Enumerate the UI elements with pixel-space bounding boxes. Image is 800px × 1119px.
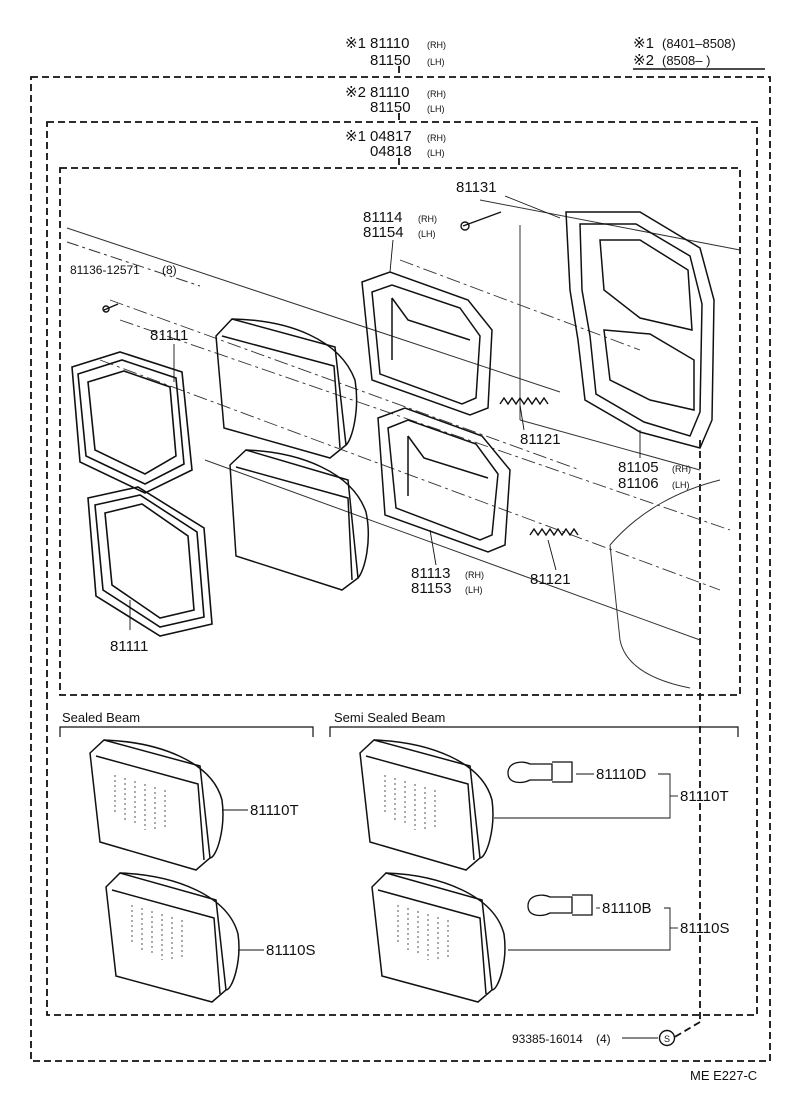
section-brackets bbox=[59, 726, 739, 737]
label-81113-rh: (RH) bbox=[465, 570, 484, 580]
assembly3-rh-part: 04817 bbox=[370, 128, 412, 145]
leader-lines bbox=[129, 195, 641, 630]
label-81113: 81113 bbox=[411, 565, 451, 582]
lower-bezel-81111 bbox=[87, 486, 213, 637]
assembly2-lh-tag: (LH) bbox=[427, 104, 445, 114]
upper-headlamp bbox=[215, 318, 358, 459]
upper-bezel-81111 bbox=[71, 351, 193, 494]
screws bbox=[102, 211, 502, 313]
assembly1-rh-part: 81110 bbox=[370, 35, 410, 52]
springs-81121 bbox=[499, 396, 579, 537]
assembly2-mark: ※2 bbox=[345, 84, 366, 101]
label-81106-lh: (LH) bbox=[672, 480, 690, 490]
middle-assembly-frame bbox=[46, 121, 758, 1016]
assembly2-rh-part: 81110 bbox=[370, 84, 410, 101]
headlamp-housing-81105 bbox=[565, 211, 715, 449]
assembly3-lh-part: 04818 bbox=[370, 143, 412, 160]
label-semi-81110b: 81110B bbox=[602, 900, 652, 917]
legend-entry1-range: (8401–8508) bbox=[662, 36, 736, 51]
label-fastener-qty: (4) bbox=[596, 1032, 611, 1046]
label-semi-81110d: 81110D bbox=[596, 766, 646, 783]
semi-sealed-lamp-s bbox=[371, 872, 506, 1003]
label-81106: 81106 bbox=[618, 475, 659, 492]
fastener-symbol-letter: S bbox=[664, 1034, 670, 1044]
section-title-sealed-beam: Sealed Beam bbox=[62, 710, 140, 725]
fastener-symbol-circle bbox=[658, 1029, 676, 1047]
label-81111-upper: 81111 bbox=[150, 327, 188, 344]
assembly1-rh-tag: (RH) bbox=[427, 40, 446, 50]
semi-sealed-lamp-t bbox=[359, 739, 494, 871]
body-panel-lines bbox=[66, 199, 741, 689]
assembly1-mark: ※1 bbox=[345, 35, 366, 52]
legend-entry2-mark: ※2 bbox=[633, 52, 654, 69]
label-semi-81110t: 81110T bbox=[680, 788, 729, 805]
label-81114-rh: (RH) bbox=[418, 214, 437, 224]
label-81111-lower: 81111 bbox=[110, 638, 148, 655]
inner-assembly-frame bbox=[59, 167, 741, 696]
figure-code: ME E227-C bbox=[690, 1068, 757, 1083]
assembly3-lh-tag: (LH) bbox=[427, 148, 445, 158]
assembly3-mark: ※1 bbox=[345, 128, 366, 145]
assembly-frames bbox=[30, 66, 771, 1062]
legend-entry2-range: (8508– ) bbox=[662, 53, 710, 68]
label-81105: 81105 bbox=[618, 459, 659, 476]
lamp-leader-lines bbox=[222, 773, 678, 1039]
label-81121-lower: 81121 bbox=[530, 571, 571, 588]
label-81154-lh: (LH) bbox=[418, 229, 436, 239]
sealed-beam-lamp-t bbox=[89, 739, 224, 871]
label-sealed-81110t: 81110T bbox=[250, 802, 299, 819]
label-81153-lh: (LH) bbox=[465, 585, 483, 595]
label-81136-qty: (8) bbox=[162, 263, 177, 277]
section-title-semi-sealed-beam: Semi Sealed Beam bbox=[334, 710, 445, 725]
assembly2-rh-tag: (RH) bbox=[427, 89, 446, 99]
label-81136: 81136-12571 bbox=[70, 263, 140, 277]
assembly1-lh-part: 81150 bbox=[370, 52, 411, 69]
label-semi-81110s: 81110S bbox=[680, 920, 730, 937]
label-81154: 81154 bbox=[363, 224, 404, 241]
legend-entry1-mark: ※1 bbox=[633, 35, 654, 52]
lower-headlamp bbox=[229, 449, 369, 591]
assembly2-lh-part: 81150 bbox=[370, 99, 411, 116]
upper-mounting-ring-81114 bbox=[361, 271, 493, 416]
alignment-lines bbox=[99, 259, 731, 591]
halogen-bulbs bbox=[507, 761, 593, 917]
assembly1-lh-tag: (LH) bbox=[427, 57, 445, 67]
label-81105-rh: (RH) bbox=[672, 464, 691, 474]
label-81153: 81153 bbox=[411, 580, 452, 597]
label-fastener-part: 93385-16014 bbox=[512, 1032, 583, 1046]
lower-mounting-ring-81113 bbox=[377, 407, 511, 553]
outer-assembly-frame bbox=[30, 76, 771, 1062]
sealed-beam-lamp-s bbox=[105, 872, 240, 1003]
label-sealed-81110s: 81110S bbox=[266, 942, 316, 959]
label-81114: 81114 bbox=[363, 209, 403, 226]
label-81121-upper: 81121 bbox=[520, 431, 561, 448]
lamp-lens-patterns bbox=[114, 775, 449, 960]
assembly3-rh-tag: (RH) bbox=[427, 133, 446, 143]
label-81131: 81131 bbox=[456, 179, 497, 196]
